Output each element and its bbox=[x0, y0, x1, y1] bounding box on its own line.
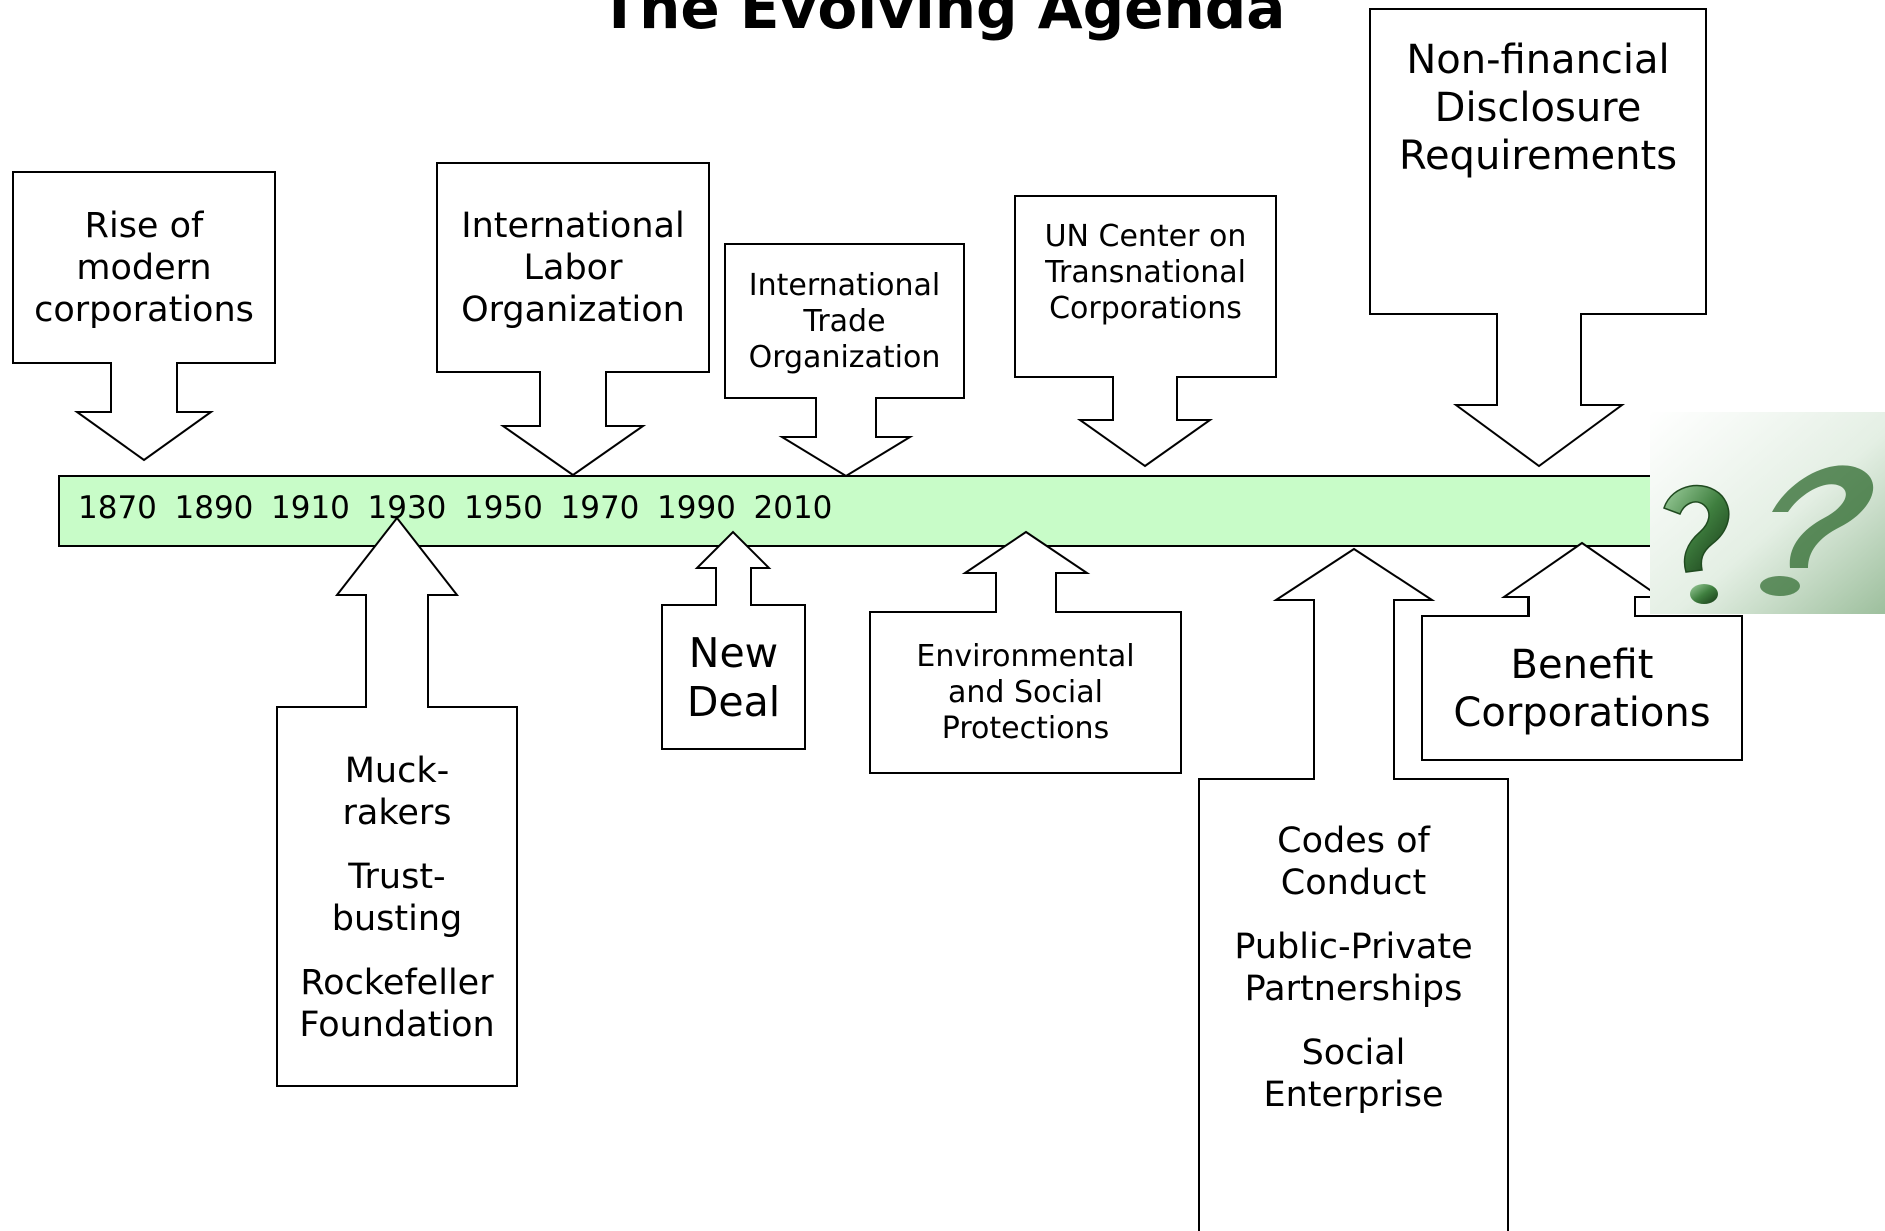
question-mark-icon bbox=[1663, 484, 1730, 573]
page-title: The Evolving Agenda bbox=[599, 0, 1286, 42]
callout-line: Social bbox=[1301, 1033, 1406, 1073]
callout-line: Organization bbox=[748, 340, 941, 375]
callout-line: Codes of bbox=[1277, 821, 1430, 861]
callout-text-muck: Muck- rakers Trust- busting Rockefeller … bbox=[277, 715, 517, 1080]
callout-text-env: Environmental and Social Protections bbox=[870, 615, 1181, 771]
question-mark-shadow-dot bbox=[1760, 576, 1800, 596]
callout-line: Protections bbox=[941, 711, 1110, 746]
year-label: 1990 bbox=[657, 490, 736, 526]
callout-line: Benefit bbox=[1510, 642, 1654, 688]
callout-line: New bbox=[688, 628, 779, 677]
callout-group: Benefit Corporations bbox=[1453, 641, 1710, 737]
callout-line: rakers bbox=[342, 792, 452, 833]
callout-line: Enterprise bbox=[1263, 1075, 1444, 1115]
callout-text-ilo: International Labor Organization bbox=[437, 168, 709, 368]
callout-codes-partnerships-social-enterprise bbox=[1198, 547, 1509, 1231]
callout-line: Trade bbox=[803, 304, 886, 339]
callout-line: and Social bbox=[948, 675, 1103, 710]
callout-line: Conduct bbox=[1280, 863, 1427, 903]
callout-text-unctc: UN Center on Transnational Corporations bbox=[1015, 198, 1276, 348]
callout-line: Trust- bbox=[348, 856, 446, 897]
callout-line: busting bbox=[331, 898, 463, 939]
year-label: 1870 bbox=[78, 490, 157, 526]
callout-text-newdeal: New Deal bbox=[662, 612, 805, 744]
callout-text-rise: Rise of modern corporations bbox=[13, 176, 275, 359]
callout-new-deal bbox=[661, 530, 806, 750]
question-mark-dot bbox=[1690, 584, 1718, 604]
callout-line: Corporations bbox=[1049, 291, 1242, 326]
callout-benefit-corporations-arrow bbox=[1500, 541, 1664, 617]
callout-line: Labor bbox=[523, 248, 623, 288]
callout-line: modern bbox=[76, 247, 212, 288]
year-label: 1950 bbox=[464, 490, 543, 526]
callout-line: International bbox=[748, 268, 941, 303]
year-label: 1930 bbox=[367, 490, 447, 526]
timeline-years: 1870 1890 1910 1930 1950 1970 1990 2010 bbox=[78, 490, 850, 526]
callout-line: International bbox=[461, 206, 685, 246]
callout-rise-of-modern-corporations bbox=[12, 171, 276, 462]
callout-group: Social Enterprise bbox=[1263, 1032, 1443, 1116]
year-label: 2010 bbox=[753, 490, 833, 526]
callout-line: Deal bbox=[686, 678, 781, 726]
callout-environmental-and-social-protections bbox=[869, 530, 1182, 774]
callout-international-trade-organization bbox=[724, 243, 965, 478]
year-label: 1890 bbox=[174, 490, 254, 526]
callout-line: Disclosure bbox=[1434, 84, 1642, 131]
callout-group: Public-Private Partnerships bbox=[1234, 926, 1472, 1010]
callout-muckrakers-trustbusting-rockefeller bbox=[276, 516, 518, 1087]
callout-line: Rise of bbox=[84, 205, 204, 246]
callout-line: Foundation bbox=[299, 1004, 495, 1045]
callout-group: Codes of Conduct bbox=[1277, 820, 1430, 904]
callout-group: Muck- rakers bbox=[342, 750, 451, 834]
callout-line: Requirements bbox=[1398, 132, 1678, 179]
callout-line: Rockefeller bbox=[300, 962, 494, 1003]
callout-group: Environmental and Social Protections bbox=[916, 639, 1134, 747]
callout-un-center-on-transnational-corporations bbox=[1014, 195, 1277, 468]
callout-international-labor-organization bbox=[436, 162, 710, 477]
callout-line: Non-financial bbox=[1406, 36, 1670, 83]
callout-line: Public-Private bbox=[1234, 927, 1473, 967]
callout-text-benefit: Benefit Corporations bbox=[1422, 622, 1742, 756]
callout-text-ito: International Trade Organization bbox=[725, 248, 964, 396]
question-mark-shadow bbox=[1772, 465, 1874, 568]
callout-line: UN Center on bbox=[1044, 219, 1247, 254]
callout-non-financial-disclosure-requirements bbox=[1369, 8, 1707, 468]
callout-text-codes: Codes of Conduct Public-Private Partners… bbox=[1199, 788, 1508, 1148]
year-label: 1910 bbox=[271, 490, 350, 526]
year-label: 1970 bbox=[560, 490, 640, 526]
callout-line: Transnational bbox=[1045, 255, 1246, 290]
callout-line: Environmental bbox=[916, 639, 1135, 674]
callout-group: Rockefeller Foundation bbox=[299, 962, 494, 1046]
callout-line: Corporations bbox=[1453, 690, 1711, 736]
callout-group: Trust- busting bbox=[332, 856, 462, 940]
callout-group: New Deal bbox=[687, 629, 780, 727]
callout-text-nonfin: Non-financial Disclosure Requirements bbox=[1370, 20, 1706, 195]
callout-line: Muck- bbox=[344, 750, 450, 791]
callout-line: corporations bbox=[34, 289, 254, 330]
callout-line: Organization bbox=[461, 290, 685, 330]
question-mark-image bbox=[1650, 412, 1885, 614]
callout-line: Partnerships bbox=[1244, 969, 1463, 1009]
timeline-bar bbox=[58, 475, 1850, 547]
